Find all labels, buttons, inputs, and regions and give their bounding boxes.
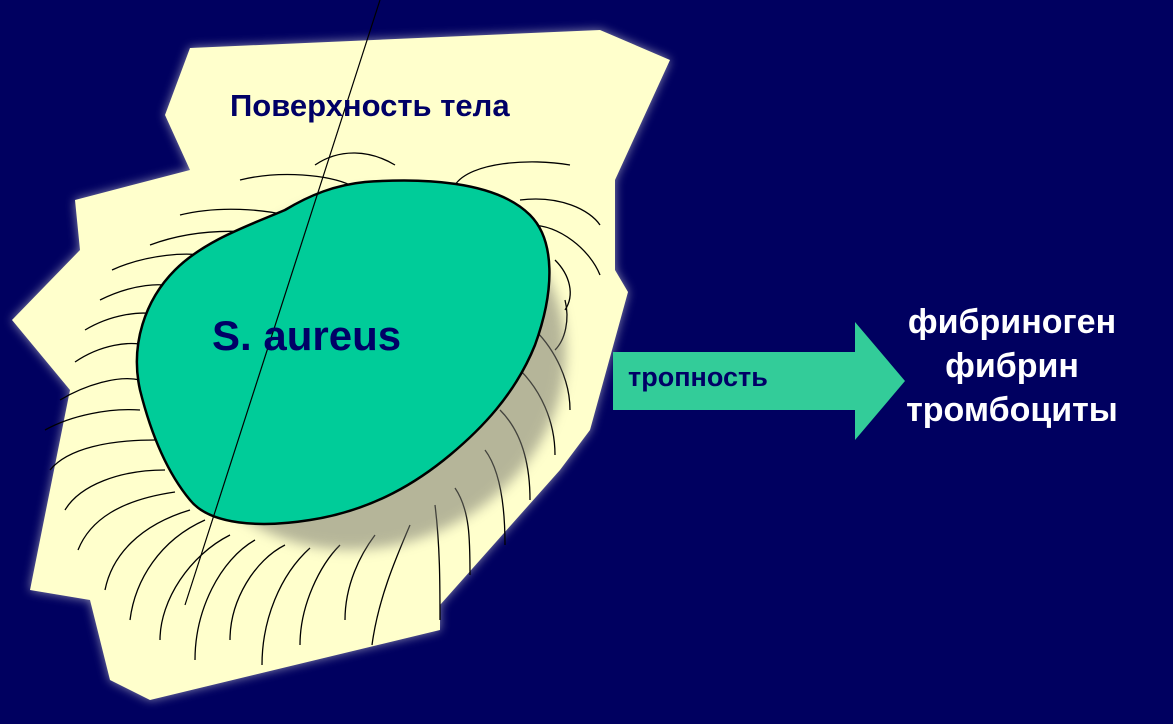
target-platelets: тромбоциты: [858, 388, 1166, 432]
target-fibrin: фибрин: [858, 344, 1166, 388]
tropism-label: тропность: [628, 362, 768, 393]
target-fibrinogen: фибриноген: [858, 300, 1166, 344]
body-surface-label: Поверхность тела: [230, 88, 510, 124]
tropism-targets: фибриноген фибрин тромбоциты: [858, 300, 1166, 432]
bacterium-label: S. aureus: [212, 312, 401, 360]
